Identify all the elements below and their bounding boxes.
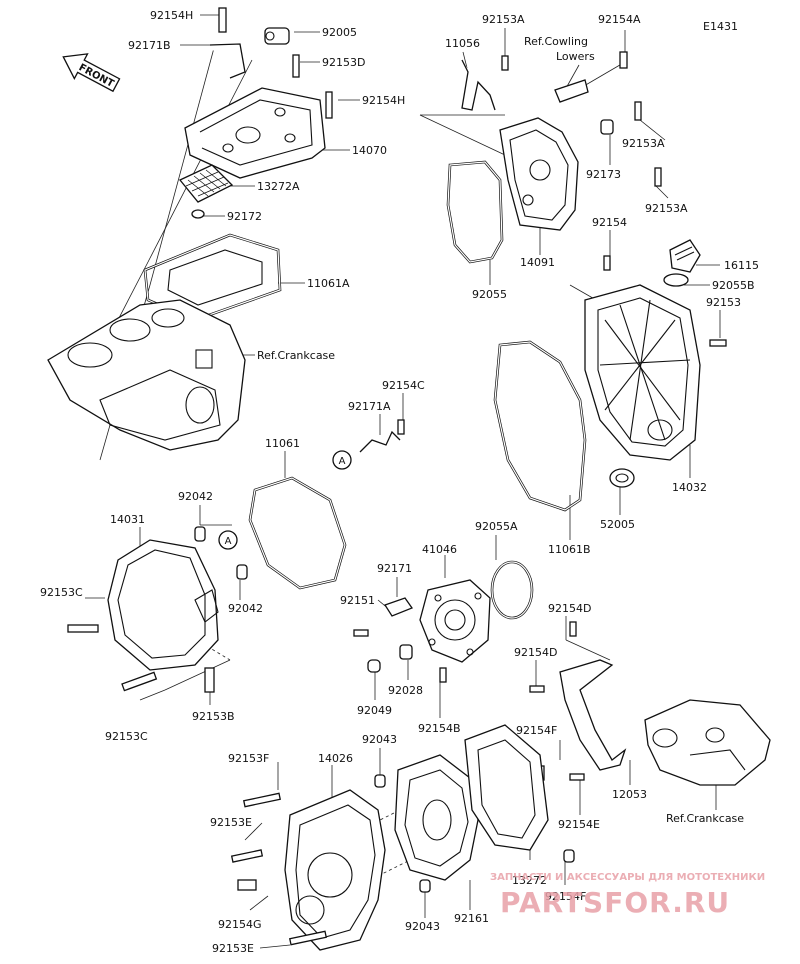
- cover-92161: [394, 754, 479, 881]
- part-labels: E1431 92154H 92005 92171B 92153D 92154H …: [40, 9, 759, 955]
- label-l48: 92154E: [558, 818, 600, 831]
- crankcase-right: [644, 699, 771, 786]
- label-l27: 11061: [265, 437, 300, 450]
- gasket-11061: [248, 476, 347, 590]
- watermark: ЗАПЧАСТИ И АКСЕССУАРЫ ДЛЯ МОТОТЕХНИКИ PA…: [490, 872, 765, 919]
- label-l15: 92154A: [598, 13, 641, 26]
- label-l08: 92172: [227, 210, 262, 223]
- label-l05: 92154H: [362, 94, 405, 107]
- label-l33: 92153C: [40, 586, 83, 599]
- label-l51: 14026: [318, 752, 353, 765]
- label-l20: 92055: [472, 288, 507, 301]
- label-l01: 92154H: [150, 9, 193, 22]
- label-l06: 14070: [352, 144, 387, 157]
- label-l23: 92055B: [712, 279, 755, 292]
- cowling-stay: [554, 51, 628, 103]
- oil-cap-16115: [663, 239, 701, 287]
- screen-13272A: [178, 164, 234, 219]
- generator-cover-14031: A: [67, 526, 248, 693]
- label-l21: 92154: [592, 216, 627, 229]
- label-l53: 92153E: [210, 816, 252, 829]
- front-arrow: FRONT: [62, 53, 121, 93]
- label-l26: 92171A: [348, 400, 391, 413]
- label-l55: 92154F: [545, 890, 586, 903]
- watermark-brand: PARTSFOR.RU: [500, 886, 730, 919]
- label-l13: Ref.Cowling: [524, 35, 588, 48]
- label-l18: 92153A: [645, 202, 688, 215]
- label-l04: 92153D: [322, 56, 365, 69]
- label-l14: Lowers: [556, 50, 595, 63]
- label-l40: 92151: [340, 594, 375, 607]
- label-l11: 92153A: [482, 13, 525, 26]
- label-l45: 92154D: [514, 646, 557, 659]
- label-l56: 92154G: [218, 918, 262, 931]
- cover-14091: [499, 101, 662, 231]
- sprocket-cover-14026: [230, 774, 431, 951]
- label-l46: 92154F: [516, 724, 557, 737]
- oil-seal-52005: [609, 468, 635, 488]
- gasket-11061B: [493, 340, 587, 512]
- label-l09: 11061A: [307, 277, 350, 290]
- label-l47: 12053: [612, 788, 647, 801]
- label-l22: 16115: [724, 259, 759, 272]
- label-l28: 14032: [672, 481, 707, 494]
- crankcase-top: [47, 299, 246, 451]
- label-l54: 13272: [512, 874, 547, 887]
- label-l32: 92042: [178, 490, 213, 503]
- label-l38: 41046: [422, 543, 457, 556]
- label-l37: 92055A: [475, 520, 518, 533]
- gasket-92055: [446, 160, 504, 264]
- label-l16: 92153A: [622, 137, 665, 150]
- label-l41: 92028: [388, 684, 423, 697]
- label-l07: 13272A: [257, 180, 300, 193]
- small-parts-center: [353, 597, 447, 683]
- cover-41046: [419, 579, 491, 663]
- oring-92055A: [490, 560, 534, 620]
- label-l36: 92153B: [192, 710, 235, 723]
- bracket-11056: [461, 55, 509, 111]
- label-l39: 92171: [377, 562, 412, 575]
- label-l24: 92153: [706, 296, 741, 309]
- label-l43: 92154B: [418, 722, 461, 735]
- label-l02: 92005: [322, 26, 357, 39]
- label-l35: 92153C: [105, 730, 148, 743]
- label-l52: 92043: [362, 733, 397, 746]
- clutch-cover-14032: [584, 255, 727, 461]
- label-l44: 92154D: [548, 602, 591, 615]
- label-l29: 52005: [600, 518, 635, 531]
- label-l03: 92171B: [128, 39, 171, 52]
- code-label: E1431: [703, 20, 738, 33]
- label-l50: 92153F: [228, 752, 269, 765]
- bracket-92171A: A: [332, 419, 405, 470]
- label-l34: 92042: [228, 602, 263, 615]
- label-l17: 92173: [586, 168, 621, 181]
- callout-a-1: A: [339, 456, 346, 467]
- label-l49: Ref.Crankcase: [666, 812, 744, 825]
- screen-13272: [464, 724, 575, 863]
- label-l57: 92043: [405, 920, 440, 933]
- label-l12: 11056: [445, 37, 480, 50]
- label-l10: Ref.Crankcase: [257, 349, 335, 362]
- watermark-subtitle: ЗАПЧАСТИ И АКСЕССУАРЫ ДЛЯ МОТОТЕХНИКИ: [490, 872, 765, 883]
- top-cover-14070: [184, 7, 333, 179]
- label-l42: 92049: [357, 704, 392, 717]
- label-l30: 11061B: [548, 543, 591, 556]
- label-l19: 14091: [520, 256, 555, 269]
- label-l25: 92154C: [382, 379, 425, 392]
- label-l58: 92161: [454, 912, 489, 925]
- label-l59: 92153E: [212, 942, 254, 955]
- callout-a-2: A: [225, 536, 232, 547]
- gasket-11061A: [143, 233, 282, 322]
- label-l31: 14031: [110, 513, 145, 526]
